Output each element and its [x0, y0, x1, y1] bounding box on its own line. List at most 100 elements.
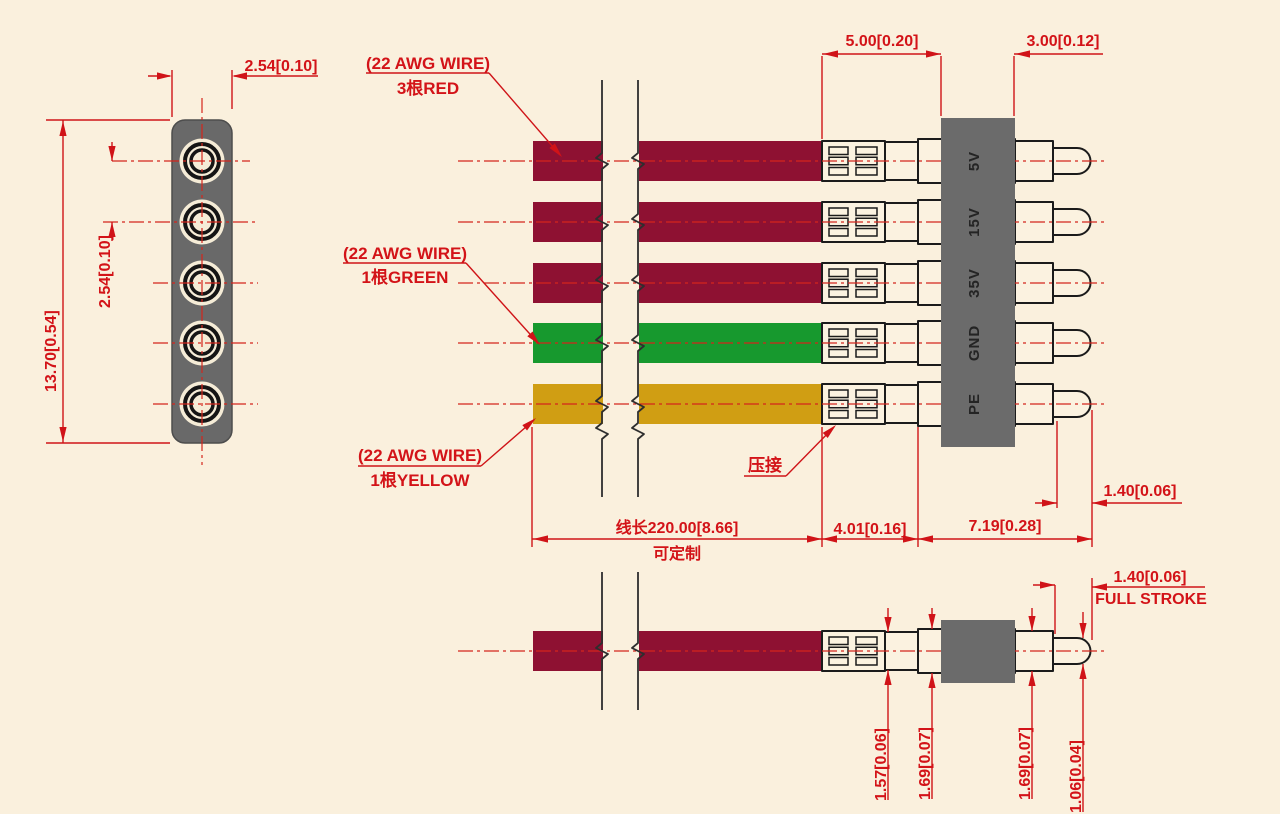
dim-wire-length-note: 可定制: [653, 544, 701, 563]
crimp-barrel-tab: [855, 656, 878, 666]
crimp-barrel-tab: [855, 146, 878, 156]
arrowhead: [533, 535, 548, 543]
dim-front-total-height: 13.70[0.54]: [43, 310, 60, 392]
arrowhead: [884, 617, 892, 632]
label-green-wire-line2: 1根GREEN: [362, 267, 449, 287]
dim-front-body-width: 2.54[0.10]: [245, 58, 318, 75]
arrowhead: [522, 418, 536, 431]
break-line: [631, 572, 645, 710]
side-housing-block: [941, 620, 1015, 683]
crimp-barrel-tab: [855, 636, 878, 646]
arrowhead: [1028, 671, 1036, 686]
pin-tip: [1052, 269, 1092, 297]
arrowhead: [1040, 581, 1055, 589]
arrowhead: [1028, 616, 1036, 631]
label-green-wire-line1: (22 AWG WIRE): [343, 244, 467, 263]
arrowhead: [59, 121, 67, 136]
crimp-barrel-tab: [828, 146, 849, 156]
arrowhead: [918, 535, 933, 543]
crimp-barrel-tab: [828, 389, 849, 399]
dim-rear-section: 4.01[0.16]: [834, 521, 907, 538]
side-view: 1.40[0.06] FULL STROKE 1.57[0.06] 1.69[0…: [458, 569, 1207, 813]
crimp-barrel-tab: [828, 636, 849, 646]
arrowhead: [903, 535, 918, 543]
crimp-barrel-tab: [855, 288, 878, 298]
arrowhead: [884, 670, 892, 685]
arrowhead: [928, 673, 936, 688]
arrowhead: [1015, 50, 1030, 58]
arrowhead: [527, 331, 540, 345]
label-yellow-wire-line2: 1根YELLOW: [370, 470, 470, 490]
side-break-lines: [595, 572, 645, 710]
dim-post-dia: 1.69[0.07]: [1017, 727, 1034, 800]
arrowhead: [1092, 583, 1107, 591]
crimp-barrel-tab: [828, 656, 849, 666]
label-crimp: 压接: [748, 455, 782, 475]
dim-front-pin-pitch: 2.54[0.10]: [97, 235, 114, 308]
arrowhead: [59, 427, 67, 442]
pin-label-gnd: GND: [966, 325, 983, 361]
crimp-barrel-tab: [855, 268, 878, 278]
break-line: [631, 80, 645, 497]
crimp-barrel-tab: [855, 409, 878, 419]
arrowhead: [822, 535, 837, 543]
dim-side-stroke: 1.40[0.06]: [1114, 569, 1187, 586]
leader-line: [465, 262, 539, 344]
dim-crimp-dia: 1.57[0.06]: [873, 728, 890, 801]
arrowhead: [928, 614, 936, 629]
crimp-barrel-tab: [828, 268, 849, 278]
pin-tip: [1052, 208, 1092, 236]
arrowhead: [1092, 499, 1107, 507]
crimp-barrel-tab: [855, 328, 878, 338]
arrowhead: [157, 72, 172, 80]
crimp-barrel-tab: [855, 166, 878, 176]
arrowhead: [232, 72, 247, 80]
dim-side-stroke-label: FULL STROKE: [1095, 591, 1207, 608]
pin-label-pe: PE: [966, 393, 983, 415]
pin-tip: [1052, 329, 1092, 357]
crimp-barrel-tab: [828, 227, 849, 237]
arrowhead: [549, 143, 562, 157]
break-line: [595, 80, 609, 497]
arrowhead: [108, 222, 116, 237]
assembly-break-lines: [595, 80, 645, 497]
arrowhead: [926, 50, 941, 58]
label-yellow-wire-line1: (22 AWG WIRE): [358, 446, 482, 465]
crimp-barrel-tab: [828, 207, 849, 217]
dim-crimp-section: 5.00[0.20]: [846, 33, 919, 50]
dim-wire-length: 线长220.00[8.66]: [616, 518, 739, 537]
pin-tip: [1052, 637, 1092, 665]
arrowhead: [1079, 664, 1087, 679]
crimp-barrel-tab: [855, 227, 878, 237]
pin-tip: [1052, 147, 1092, 175]
pin-tip: [1052, 390, 1092, 418]
crimp-barrel-tab: [828, 409, 849, 419]
arrowhead: [108, 146, 116, 161]
assembly-housing-block: [941, 118, 1015, 447]
dim-tip-dia: 1.06[0.04]: [1068, 740, 1085, 813]
label-red-wire-line1: (22 AWG WIRE): [366, 54, 490, 73]
crimp-barrel-tab: [855, 348, 878, 358]
label-red-wire-line2: 3根RED: [397, 78, 459, 98]
crimp-barrel-tab: [828, 348, 849, 358]
crimp-barrel-tab: [855, 207, 878, 217]
front-centerlines: [103, 98, 258, 465]
crimp-barrel-tab: [828, 166, 849, 176]
arrowhead: [1077, 535, 1092, 543]
crimp-barrel-tab: [855, 389, 878, 399]
dim-body-dia: 1.69[0.07]: [917, 727, 934, 800]
pin-label-5v: 5V: [966, 151, 983, 171]
break-line: [595, 572, 609, 710]
arrowhead: [823, 50, 838, 58]
arrowhead: [1079, 623, 1087, 638]
arrowhead: [822, 425, 836, 439]
leader-line: [488, 72, 561, 156]
dimension-arrowheads: [59, 50, 1107, 688]
crimp-barrel-tab: [828, 288, 849, 298]
assembly-view: 5V 15V 35V GND PE 5.00[0.20] 3.00[0.12] …: [343, 33, 1182, 563]
arrowhead: [1042, 499, 1057, 507]
front-view: 2.54[0.10] 13.70[0.54] 2.54[0.10]: [43, 58, 318, 465]
dim-front-section: 7.19[0.28]: [969, 518, 1042, 535]
pin-label-35v: 35V: [966, 268, 983, 298]
